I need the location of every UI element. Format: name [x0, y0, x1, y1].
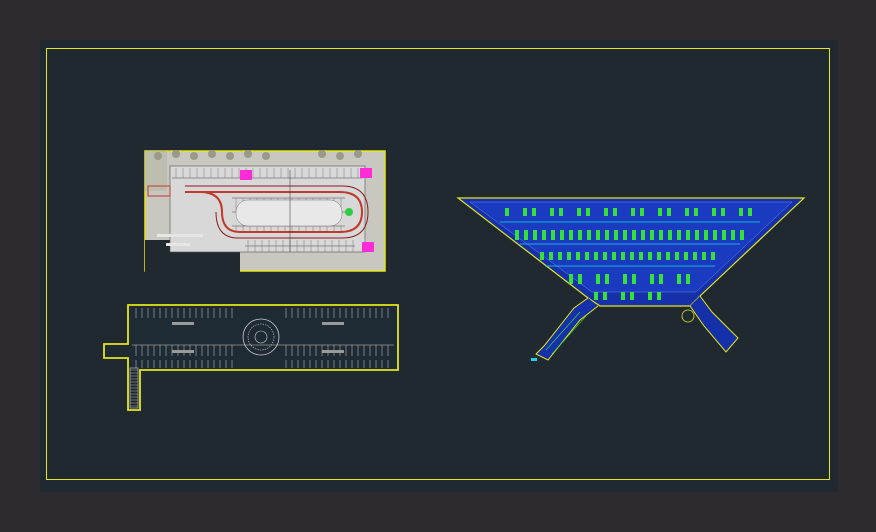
stall-block	[740, 230, 744, 240]
parking-plan-top-left	[144, 150, 386, 272]
stall-block	[604, 208, 608, 216]
stall-block	[630, 292, 634, 300]
stall-block	[533, 230, 537, 240]
stall-block	[585, 252, 589, 260]
stall-block	[540, 252, 544, 260]
stall-block	[658, 208, 662, 216]
stall-block	[711, 252, 715, 260]
stall-block	[594, 292, 598, 300]
stall-block	[578, 230, 582, 240]
stall-block	[693, 252, 697, 260]
stall-block	[686, 230, 690, 240]
stall-block	[569, 274, 573, 284]
stall-block	[586, 208, 590, 216]
stall-block	[666, 252, 670, 260]
stall-block	[702, 252, 706, 260]
stall-block	[668, 230, 672, 240]
stall-block	[686, 274, 690, 284]
stall-block	[614, 230, 618, 240]
stall-block	[722, 230, 726, 240]
stall-block	[623, 230, 627, 240]
stall-block	[621, 252, 625, 260]
stall-block	[605, 230, 609, 240]
stall-block	[739, 208, 743, 216]
stall-block	[641, 230, 645, 240]
stall-block	[731, 230, 735, 240]
stall-block	[505, 208, 509, 216]
stall-block	[677, 230, 681, 240]
stall-block	[596, 274, 600, 284]
stall-block	[650, 274, 654, 284]
stall-block	[560, 230, 564, 240]
stall-block	[532, 208, 536, 216]
stall-block	[712, 208, 716, 216]
stall-block	[640, 208, 644, 216]
stall-block	[603, 252, 607, 260]
stall-block	[558, 252, 562, 260]
stall-block	[648, 252, 652, 260]
parking-plan-bottom-left	[103, 304, 399, 411]
stall-block	[659, 274, 663, 284]
stall-block	[621, 292, 625, 300]
stall-block	[569, 230, 573, 240]
stall-block	[587, 230, 591, 240]
stall-block	[605, 274, 609, 284]
stall-block	[632, 230, 636, 240]
stall-block	[748, 208, 752, 216]
stall-block	[657, 252, 661, 260]
stall-block	[577, 208, 581, 216]
stall-block	[549, 252, 553, 260]
stall-block	[721, 208, 725, 216]
stall-block	[623, 274, 627, 284]
stall-block	[576, 252, 580, 260]
stall-block	[578, 274, 582, 284]
stall-block	[704, 230, 708, 240]
stall-block	[596, 230, 600, 240]
stall-block	[695, 230, 699, 240]
stall-block	[650, 230, 654, 240]
stall-block	[603, 292, 607, 300]
drawing-frame-border	[46, 48, 830, 480]
stall-block	[594, 252, 598, 260]
stall-block	[550, 208, 554, 216]
stall-block	[694, 208, 698, 216]
stall-block	[523, 208, 527, 216]
stall-block	[659, 230, 663, 240]
stall-block	[677, 274, 681, 284]
stall-block	[542, 230, 546, 240]
stall-block	[685, 208, 689, 216]
stall-block	[684, 252, 688, 260]
stall-block	[667, 208, 671, 216]
stall-block	[657, 292, 661, 300]
stall-block	[551, 230, 555, 240]
stall-block	[612, 252, 616, 260]
parking-plan-triangular	[456, 197, 806, 361]
stall-block	[567, 252, 571, 260]
stall-block	[632, 274, 636, 284]
stall-block	[515, 230, 519, 240]
stall-block	[639, 252, 643, 260]
stall-block	[524, 230, 528, 240]
stall-block	[631, 208, 635, 216]
stall-block	[648, 292, 652, 300]
stall-block	[675, 252, 679, 260]
stall-block	[559, 208, 563, 216]
stall-block	[630, 252, 634, 260]
stall-block	[713, 230, 717, 240]
stall-block	[613, 208, 617, 216]
